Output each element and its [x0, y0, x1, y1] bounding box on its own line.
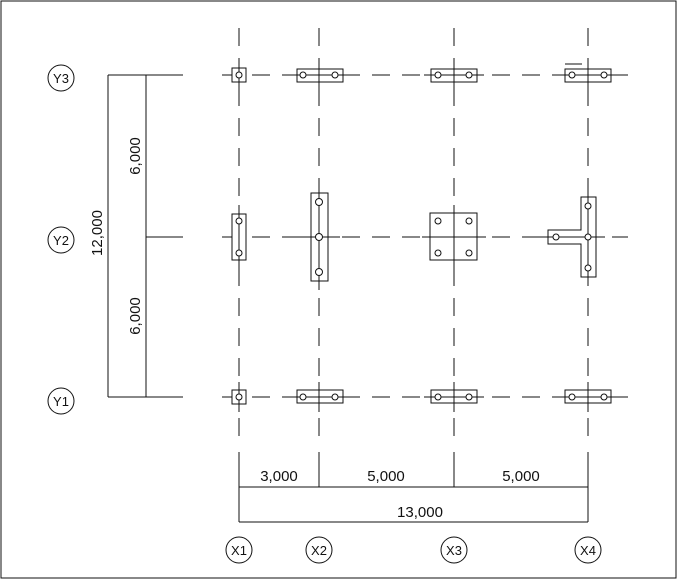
row-label-y2: Y2 [53, 233, 69, 248]
bolt [315, 198, 323, 206]
bolt [465, 393, 473, 401]
bolt [465, 71, 473, 79]
plate-x1-y1 [231, 382, 247, 412]
row-labels: Y3 Y2 Y1 [47, 64, 75, 415]
y-segment-lower: 6,000 [127, 297, 144, 335]
bolt [434, 71, 442, 79]
bolt [315, 233, 323, 241]
bolt [315, 268, 323, 276]
bolt [568, 71, 576, 79]
x-dimension: 3,000 5,000 5,000 13,000 [238, 452, 589, 523]
col-label-x2: X2 [311, 543, 327, 558]
col-label-x3: X3 [446, 543, 462, 558]
bolt [434, 393, 442, 401]
bolt [600, 393, 608, 401]
plate-x3-y2 [422, 205, 486, 268]
row-bubble-y3 [47, 64, 75, 92]
bolt [235, 249, 243, 257]
bolt [584, 233, 592, 241]
bolt [584, 264, 592, 272]
bolt [465, 249, 473, 257]
plate-x3-y3 [424, 60, 484, 90]
y-total-label: 12,000 [89, 210, 106, 256]
row-label-y1: Y1 [53, 394, 69, 409]
col-bubble-x4 [574, 536, 602, 564]
bolt [299, 71, 307, 79]
plate-x4-y2 [540, 188, 605, 285]
col-label-x1: X1 [231, 543, 247, 558]
plate-x4-y3 [558, 60, 618, 90]
col-bubble-x2 [305, 536, 333, 564]
bolt [331, 393, 339, 401]
row-bubble-y1 [47, 387, 75, 415]
col-label-x4: X4 [580, 543, 596, 558]
bolt [465, 217, 473, 225]
bolt [568, 393, 576, 401]
plate-x3-y1 [424, 382, 484, 412]
bolt [600, 71, 608, 79]
plate-x2-y1 [290, 382, 350, 412]
bolt [235, 217, 243, 225]
y-dimension: 6,000 6,000 12,000 [89, 75, 147, 397]
row-bubble-y2 [47, 226, 75, 254]
col-bubble-x1 [225, 536, 253, 564]
bolt [235, 71, 243, 79]
column-labels: X1 X2 X3 X4 [225, 536, 602, 564]
base-plates [231, 60, 618, 412]
x-total-label: 13,000 [397, 504, 443, 521]
plate-x2-y3 [290, 60, 350, 90]
plate-x4-y1 [558, 382, 618, 412]
bolt [434, 249, 442, 257]
bolt [235, 393, 243, 401]
bolt [552, 233, 560, 241]
bolt [331, 71, 339, 79]
bolt [434, 217, 442, 225]
col-bubble-x3 [440, 536, 468, 564]
bolt [584, 202, 592, 210]
plate-x1-y3 [231, 60, 247, 90]
bolt [299, 393, 307, 401]
plate-x1-y2 [231, 205, 247, 268]
x-segment-1: 3,000 [260, 468, 298, 485]
x-segment-3: 5,000 [502, 468, 540, 485]
row-label-y3: Y3 [53, 71, 69, 86]
plate-x2-y2 [300, 185, 340, 290]
x-segment-2: 5,000 [367, 468, 405, 485]
y-segment-upper: 6,000 [127, 137, 144, 175]
